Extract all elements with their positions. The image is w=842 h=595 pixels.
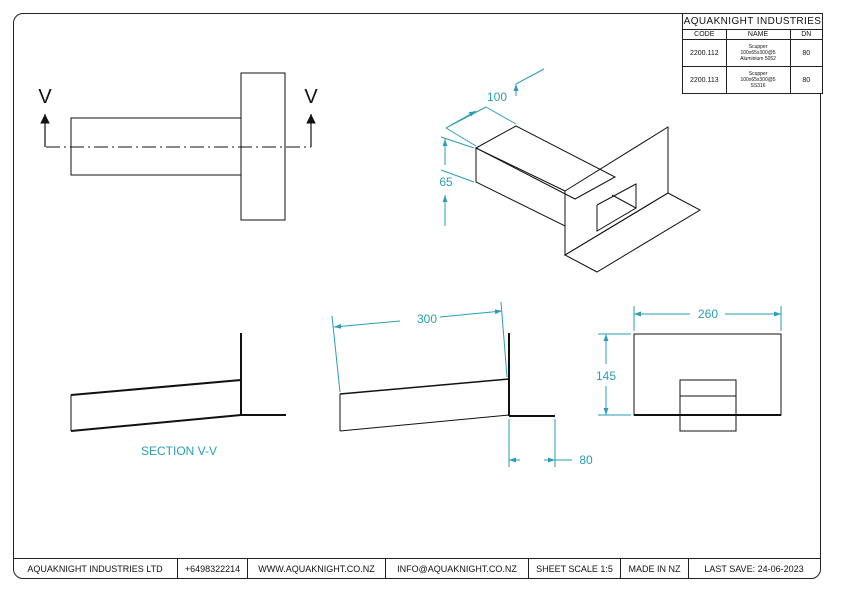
iso-flange-plate [564, 126, 669, 256]
iso-base-plate [563, 192, 702, 273]
isometric-view [474, 125, 702, 273]
footer-origin: MADE IN NZ [621, 559, 689, 579]
dim-flange-height: 145 [596, 369, 616, 383]
col-code: CODE [683, 30, 727, 40]
dim-length: 300 [417, 312, 437, 326]
row-name-line: Scupper [748, 44, 768, 50]
col-name: NAME [726, 30, 791, 40]
footer-scale: SHEET SCALE 1:5 [529, 559, 621, 579]
parts-table: CODE NAME DN 2200.112 Scupper 100x65x300… [683, 30, 822, 93]
section-view [70, 333, 286, 432]
drawing-frame [13, 13, 821, 579]
title-block: AQUAKNIGHT INDUSTRIES CODE NAME DN 2200.… [682, 13, 823, 94]
front-outlet [679, 379, 737, 432]
table-row: 2200.112 Scupper 100x65x300@5 Aluminium … [683, 39, 822, 67]
table-row: 2200.113 Scupper 100x65x300@5 SS316 80 [683, 66, 822, 93]
section-letter-right: V [304, 86, 318, 108]
row-dn: 80 [802, 76, 811, 84]
side-dimensions [331, 301, 572, 467]
section-caption: SECTION V-V [141, 444, 217, 458]
row-name: Scupper 100x65x300@5 SS316 [726, 66, 791, 93]
side-view [339, 333, 555, 432]
footer-bar: AQUAKNIGHT INDUSTRIES LTD +6498322214 WW… [13, 558, 821, 579]
dim-overhang: 80 [579, 453, 593, 467]
row-name-line: Scupper [748, 71, 768, 77]
row-name-line: SS316 [750, 83, 766, 89]
row-name-line: 100x65x300@5 [740, 77, 776, 83]
parts-table-header: CODE NAME DN [683, 30, 822, 40]
front-view [633, 333, 782, 432]
row-name-line: 100x65x300@5 [740, 50, 776, 56]
iso-dimensions [440, 68, 545, 226]
row-name: Scupper 100x65x300@5 Aluminium 5052 [726, 39, 791, 67]
footer-phone: +6498322214 [178, 559, 248, 579]
dim-flange-width: 260 [698, 307, 718, 321]
dim-iso-width: 100 [487, 90, 507, 104]
footer-company: AQUAKNIGHT INDUSTRIES LTD [13, 559, 178, 579]
row-code: 2200.113 [683, 66, 727, 93]
section-letter-left: V [38, 86, 52, 108]
row-dn: 80 [790, 39, 822, 67]
footer-last-save: LAST SAVE: 24-06-2023 [704, 564, 804, 574]
iso-top-face [474, 125, 617, 200]
col-dn: DN [790, 30, 822, 40]
title-block-company: AQUAKNIGHT INDUSTRIES [683, 14, 822, 30]
top-view [46, 72, 311, 221]
footer-email: INFO@AQUAKNIGHT.CO.NZ [386, 559, 529, 579]
row-code: 2200.112 [683, 39, 727, 67]
footer-website: WWW.AQUAKNIGHT.CO.NZ [248, 559, 386, 579]
dim-iso-height: 65 [439, 175, 453, 189]
row-name-line: Aluminium 5052 [740, 56, 776, 62]
section-markers: V V [38, 86, 318, 147]
front-dimensions [598, 306, 782, 416]
